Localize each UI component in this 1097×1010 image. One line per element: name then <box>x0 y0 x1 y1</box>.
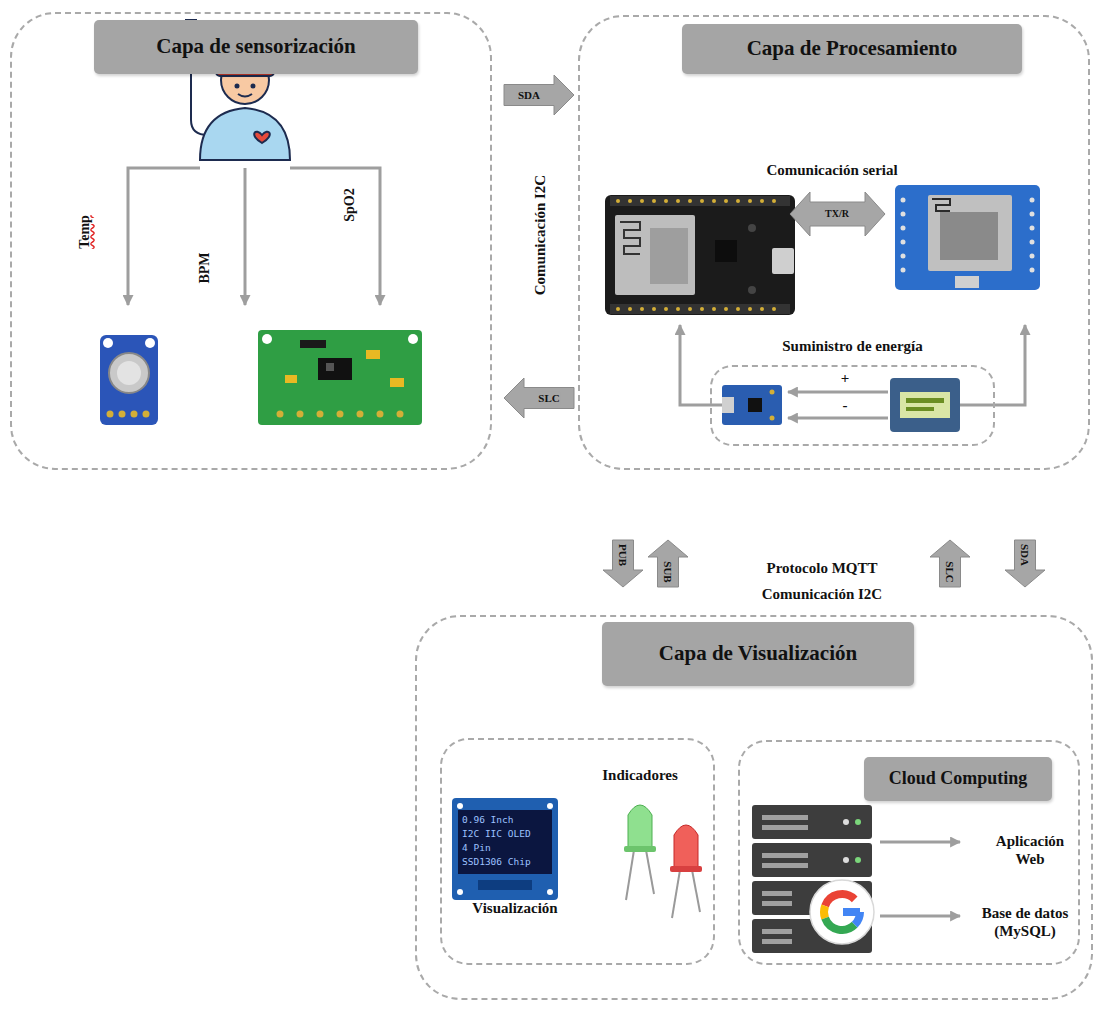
charger-module <box>722 385 782 425</box>
arrow-label: SLC <box>944 560 957 583</box>
node-text: Cloud Computing <box>889 768 1028 790</box>
arrow-label: SLC <box>537 392 560 405</box>
annotation-label: TX/R <box>824 208 850 220</box>
screen-text: SSD1306 Chip <box>462 856 531 867</box>
cloud-arrows <box>880 842 960 916</box>
led-indicators <box>624 805 702 918</box>
block-arrow <box>504 378 574 418</box>
header-band: Capa de Procesamiento <box>682 24 1022 74</box>
node-text: Capa de sensorización <box>156 34 356 59</box>
layer-box: Capa de ProcesamientoSuministro de energ… <box>578 15 1090 470</box>
nodemcu-board <box>605 195 795 315</box>
group-heading: Suministro de energía <box>712 337 993 355</box>
header-band: Capa de Visualización <box>602 622 914 686</box>
annotation-label: - <box>843 396 848 414</box>
node-text: Capa de Visualización <box>659 641 857 666</box>
annotation-label: Aplicación Web <box>982 832 1078 868</box>
block-arrow <box>504 75 574 115</box>
serial-double-arrow <box>790 192 885 236</box>
block-arrow <box>603 540 643 587</box>
node-text: Capa de Procesamiento <box>747 36 958 61</box>
annotation-label: Base de datos (MySQL) <box>973 904 1077 940</box>
power-wires <box>680 325 1025 418</box>
node-text: Visualización <box>472 900 557 916</box>
annotation-label: Protocolo MQTT <box>767 559 878 577</box>
block-arrow <box>930 540 970 587</box>
screen-text: I2C IIC OLED <box>462 828 531 839</box>
block-arrow <box>1005 540 1045 587</box>
power-group-box: Suministro de energía <box>710 365 995 446</box>
header-band: Cloud Computing <box>864 757 1052 801</box>
temperature-sensor <box>100 335 158 425</box>
annotation-label: Temp <box>77 215 94 249</box>
annotation-label: Comunicación serial <box>766 161 897 179</box>
node-text-holder: Indicadores <box>602 766 678 784</box>
node-text: Suministro de energía <box>782 338 923 354</box>
wemos-board <box>895 185 1040 290</box>
arrow-label: SDA <box>1019 543 1032 567</box>
arrow-label: SDA <box>517 89 541 102</box>
arrow-label: PUB <box>617 543 630 567</box>
annotation-label: + <box>841 369 850 387</box>
annotation-label: Comunicación I2C <box>531 175 549 295</box>
screen-text: 0.96 Inch <box>462 814 513 825</box>
annotation-label: Comunicación I2C <box>762 585 882 603</box>
annotation-label: SpO2 <box>342 188 359 221</box>
pulse-oximeter-sensor <box>258 330 422 425</box>
screen-text: 4 Pin <box>462 842 491 853</box>
signal-arrows <box>128 168 380 305</box>
annotation-label: BPM <box>197 252 214 283</box>
header-band: Capa de sensorización <box>94 20 418 74</box>
block-arrow <box>648 540 688 587</box>
node-text-holder: Visualización <box>472 899 557 917</box>
lipo-battery <box>890 378 960 432</box>
layer-box: Capa de VisualizaciónIndicadoresVisualiz… <box>415 615 1093 1000</box>
arrow-label: SUB <box>662 560 675 583</box>
google-logo <box>810 880 874 944</box>
oled-display <box>452 798 558 900</box>
node-text: Indicadores <box>602 767 678 783</box>
